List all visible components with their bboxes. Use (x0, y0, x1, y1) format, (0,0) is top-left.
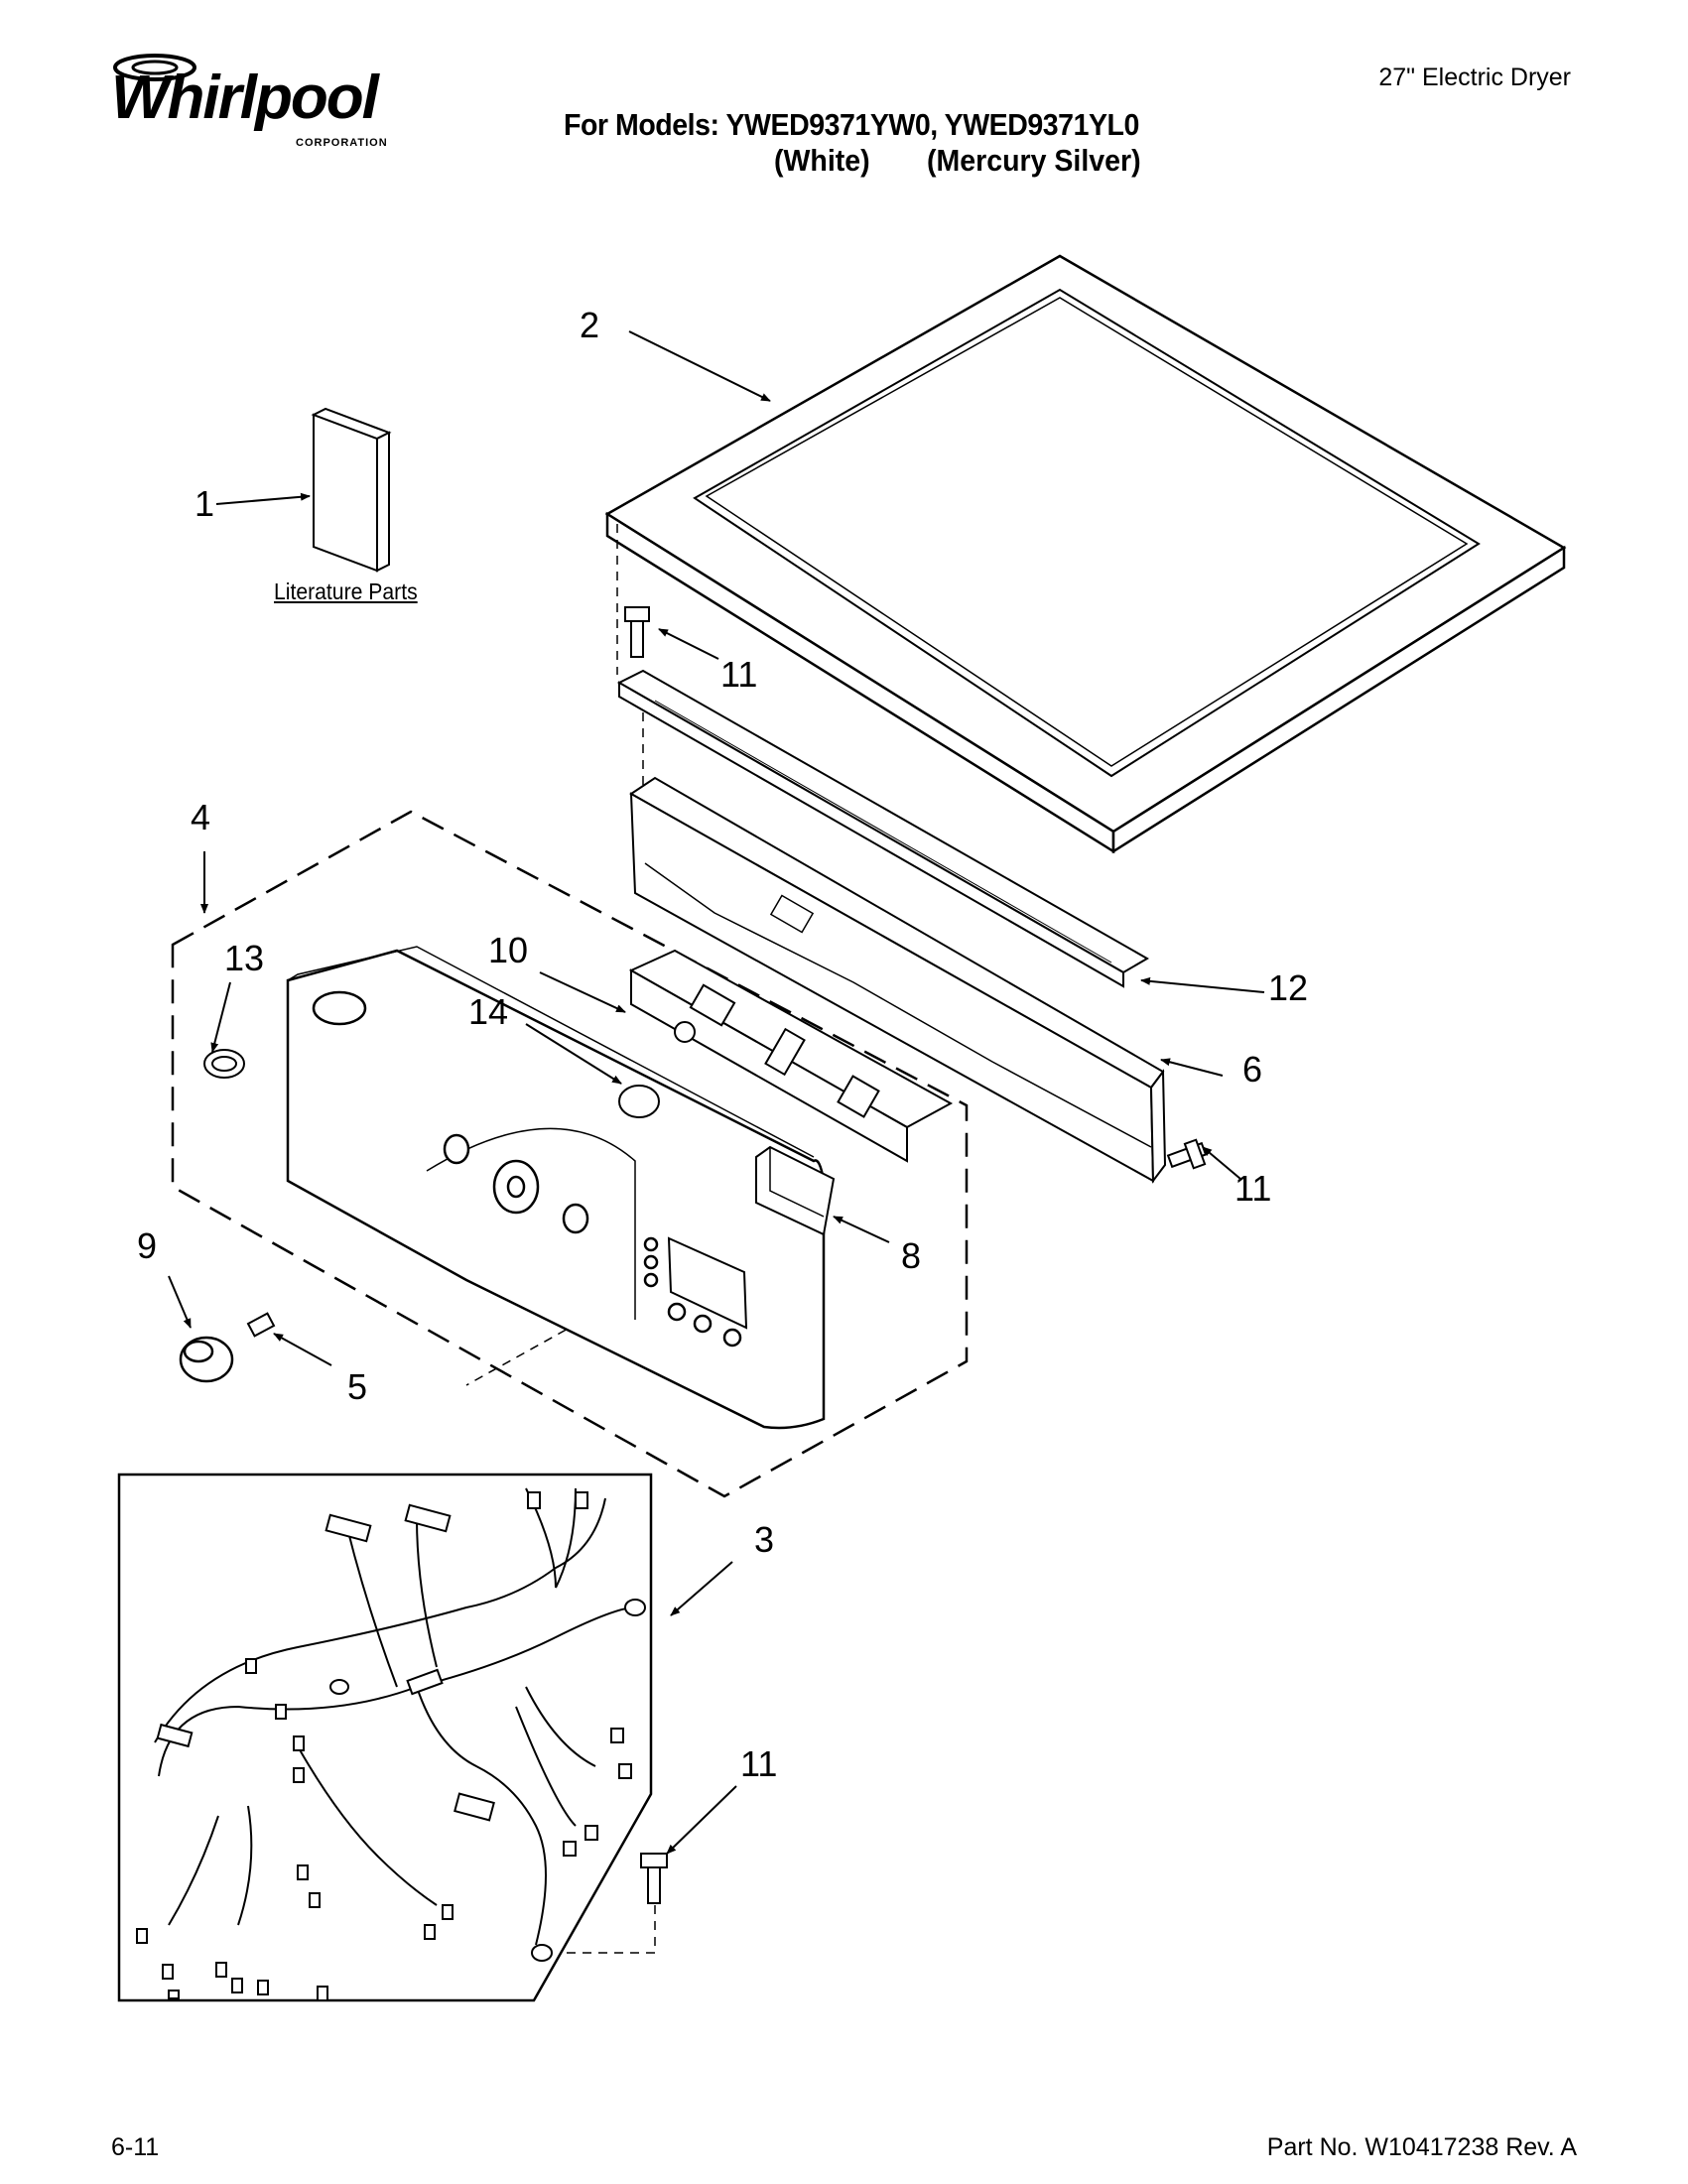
callout-arrow-3 (670, 1562, 732, 1615)
callout-arrow-6 (1160, 1058, 1223, 1076)
literature-booklet (314, 409, 389, 571)
callout-arrow-9 (169, 1276, 191, 1329)
screw-11-right-icon (1168, 1140, 1206, 1169)
console-bracket (631, 778, 1165, 1181)
variant-white: (White) (774, 143, 870, 178)
brand-logo-subtitle: CORPORATION (296, 137, 388, 149)
callout-10: 10 (488, 930, 529, 970)
callout-14: 14 (468, 991, 509, 1032)
callout-1: 1 (195, 483, 215, 524)
callout-11-bottom: 11 (740, 1743, 778, 1784)
whirlpool-logo-swirl-icon (113, 54, 196, 81)
screw-11-top-icon (625, 607, 649, 657)
top-panel (607, 256, 1564, 851)
screw-11-bottom-icon (641, 1854, 667, 1903)
callout-11-right: 11 (1234, 1168, 1272, 1209)
console-panel (288, 947, 824, 1428)
callout-9: 9 (137, 1225, 158, 1266)
page-number: 6-11 (111, 2133, 160, 2161)
callout-arrow-11-top (658, 629, 718, 659)
harness-connectors (137, 1492, 645, 2000)
variant-silver: (Mercury Silver) (927, 143, 1141, 178)
knob-clip (248, 1314, 274, 1337)
models-line: For Models: YWED9371YW0, YWED9371YL0 (564, 107, 1139, 142)
logo-badge-icon (204, 1050, 244, 1078)
top-brace (619, 671, 1147, 986)
callout-4: 4 (191, 797, 211, 837)
wire-harness-frame (119, 1475, 651, 2000)
display-lens (756, 1147, 834, 1234)
callout-arrow-10 (540, 972, 626, 1012)
callout-arrow-2 (629, 331, 771, 401)
callout-arrow-14 (526, 1024, 622, 1084)
callout-arrow-13 (210, 982, 230, 1053)
callout-11-top: 11 (720, 654, 758, 695)
callout-13: 13 (224, 938, 265, 978)
callout-2: 2 (580, 305, 600, 345)
callout-arrow-5 (273, 1334, 331, 1365)
callout-6: 6 (1242, 1049, 1263, 1090)
console-assembly-outline (173, 812, 967, 1496)
part-number: Part No. W10417238 Rev. A (1266, 2133, 1577, 2161)
callout-5: 5 (347, 1366, 368, 1407)
callout-arrow-11-bottom (666, 1786, 736, 1854)
callout-3: 3 (754, 1519, 775, 1560)
literature-parts-label: Literature Parts (274, 578, 418, 604)
knob-part (181, 1338, 232, 1381)
document-type: 27" Electric Dryer (1378, 64, 1571, 91)
callout-arrow-11-right (1202, 1147, 1240, 1179)
callout-arrow-8 (833, 1217, 889, 1242)
callout-12: 12 (1268, 967, 1309, 1008)
callout-arrow-12 (1140, 976, 1264, 992)
callout-arrow-1 (216, 492, 311, 504)
washer-part (619, 1086, 659, 1117)
control-board (631, 951, 951, 1161)
callout-8: 8 (901, 1235, 922, 1276)
brand-logo: Whirlpool (111, 64, 379, 132)
